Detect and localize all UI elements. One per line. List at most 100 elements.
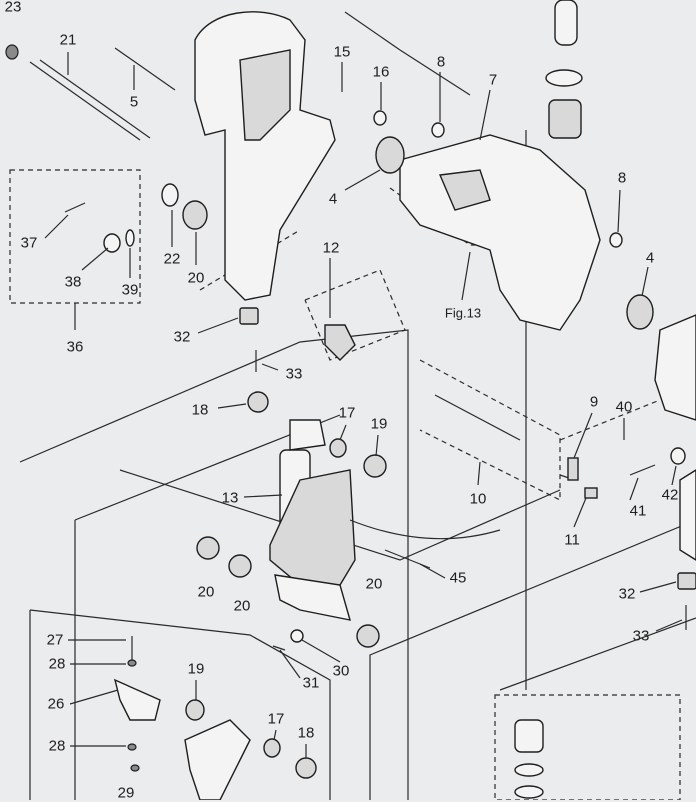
callout-15: 15 [333,43,351,61]
callout-36: 36 [66,338,84,356]
frame-line-lower [369,519,696,800]
leader-13 [243,494,283,498]
leader-4-left [344,169,381,191]
callout-28-bottom: 28 [48,737,66,755]
leader-fig13 [461,251,471,301]
bolt-31 [272,645,286,651]
callout-20-top: 20 [187,269,205,287]
callout-21: 21 [59,31,77,49]
leader-31 [279,649,301,679]
ring-23 [5,44,19,60]
callout-13: 13 [221,489,239,507]
callout-33-left: 33 [285,365,303,383]
callout-32-left: 32 [173,328,191,346]
bushing-20-top [182,200,208,230]
callout-4-left: 4 [328,190,338,208]
callout-40: 40 [615,398,633,416]
washer-42 [670,447,686,465]
callout-4-right: 4 [645,249,655,267]
clip-12 [324,324,356,361]
group-box-10 [419,359,561,501]
callout-28-top: 28 [48,655,66,673]
callout-23: 23 [4,0,22,16]
callout-31: 31 [302,674,320,692]
leader-17-top [339,424,347,441]
washer-8-right [609,232,623,248]
callout-26: 26 [47,695,65,713]
callout-45: 45 [449,569,467,587]
leader-7 [479,89,491,141]
leader-32-right [639,581,677,593]
bracket-26 [113,678,161,721]
rod-10 [434,394,521,441]
cylinder-base [274,574,351,621]
bolt-37 [64,202,86,213]
callout-8-right: 8 [617,169,627,187]
leader-30 [301,639,341,663]
pin-11-body [584,487,598,499]
leader-8-right [617,189,621,233]
callout-37: 37 [20,234,38,252]
washer-38 [103,233,121,253]
clamp-bracket-web [239,49,291,141]
block-32-left [239,307,259,325]
callout-42: 42 [661,486,679,504]
leader-45 [419,563,446,579]
leader-32-left [197,317,239,334]
swivel-bracket-slot [438,169,491,211]
callout-38: 38 [64,273,82,291]
dash-leader-40 [559,399,661,441]
sleeve-top [548,99,582,139]
ring-top [545,69,583,87]
clamp-bracket-left [194,11,336,301]
cylinder-eye-top [289,419,326,451]
callout-30: 30 [332,662,350,680]
bushing-4-right [626,294,654,330]
ring-bottom-a [514,763,544,777]
bolt-41 [629,464,656,476]
bushing-19-top [363,454,387,478]
callout-18-bottom: 18 [297,724,315,742]
washer-8-top [431,122,445,138]
bushing-4-left [375,136,405,174]
group-box-36 [9,169,141,304]
pin-17-top [329,438,347,458]
callout-8-top: 8 [436,53,446,71]
callout-27: 27 [46,631,64,649]
spring-9 [567,457,579,481]
callout-17-top: 17 [338,404,356,422]
callout-11: 11 [564,531,580,549]
leader-4-right [641,266,649,297]
swivel-bracket-7 [399,134,601,331]
washer-28-top [127,659,137,667]
pin-5 [114,47,176,91]
bushing-19-bottom [185,699,205,721]
callout-20-c: 20 [365,575,383,593]
leader-42 [671,465,677,486]
callout-29: 29 [117,784,135,802]
motor-cable [349,519,501,540]
washer-16 [373,110,387,126]
figure-ref-label: Fig.13 [444,305,482,321]
bracket-right-lower [679,469,696,561]
leader-37 [44,214,69,239]
cylinder-lower-end [184,719,251,800]
washer-28-bottom [127,743,137,751]
bushing-18-top [247,391,269,413]
callout-32-right: 32 [618,585,636,603]
rod-21-edge [29,61,141,141]
washer-29 [130,764,140,772]
callout-20-b: 20 [233,597,251,615]
shaft-top [554,0,578,46]
bushing-18-bottom [295,757,317,779]
callout-16: 16 [372,63,390,81]
callout-22: 22 [163,250,181,268]
leader-9 [573,412,593,459]
pin-top-ext [399,49,471,96]
frame-line-bottom [29,609,331,800]
leader-33-right [655,619,683,632]
callout-39: 39 [121,281,139,299]
bushing-20-b [228,554,252,578]
leader-41 [629,477,639,501]
